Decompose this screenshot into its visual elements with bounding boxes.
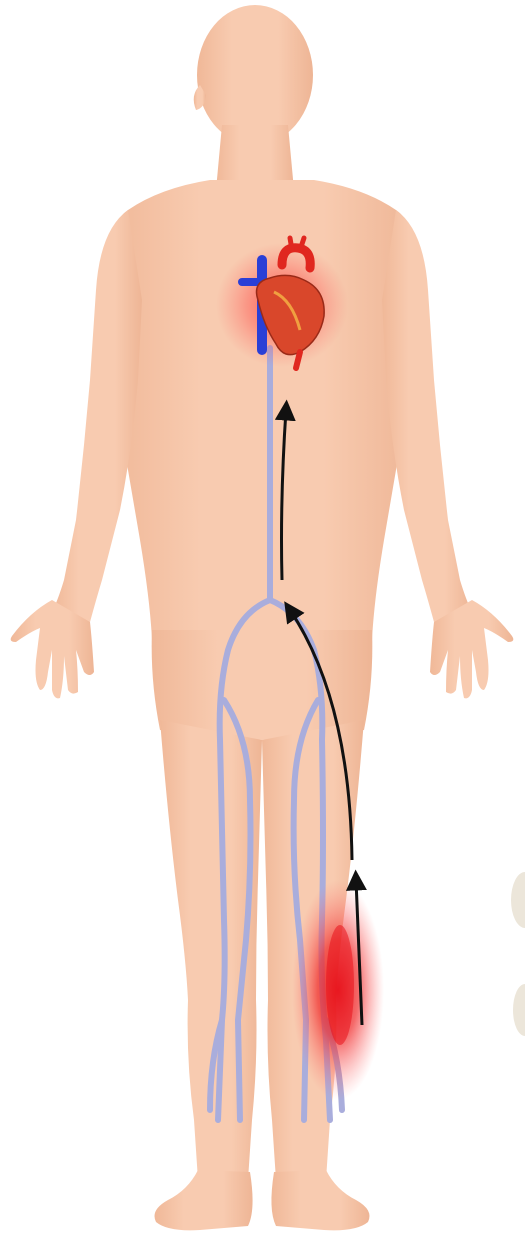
pelvis <box>152 630 373 740</box>
head <box>197 5 313 145</box>
right-foot <box>271 1170 369 1230</box>
descending-vessel <box>296 352 300 368</box>
blood-clot-icon <box>292 880 384 1100</box>
left-arm <box>52 210 142 622</box>
left-foot <box>155 1170 253 1230</box>
edge-object <box>511 872 525 1036</box>
human-body-silhouette-icon <box>11 5 514 1230</box>
right-arm <box>382 210 472 622</box>
